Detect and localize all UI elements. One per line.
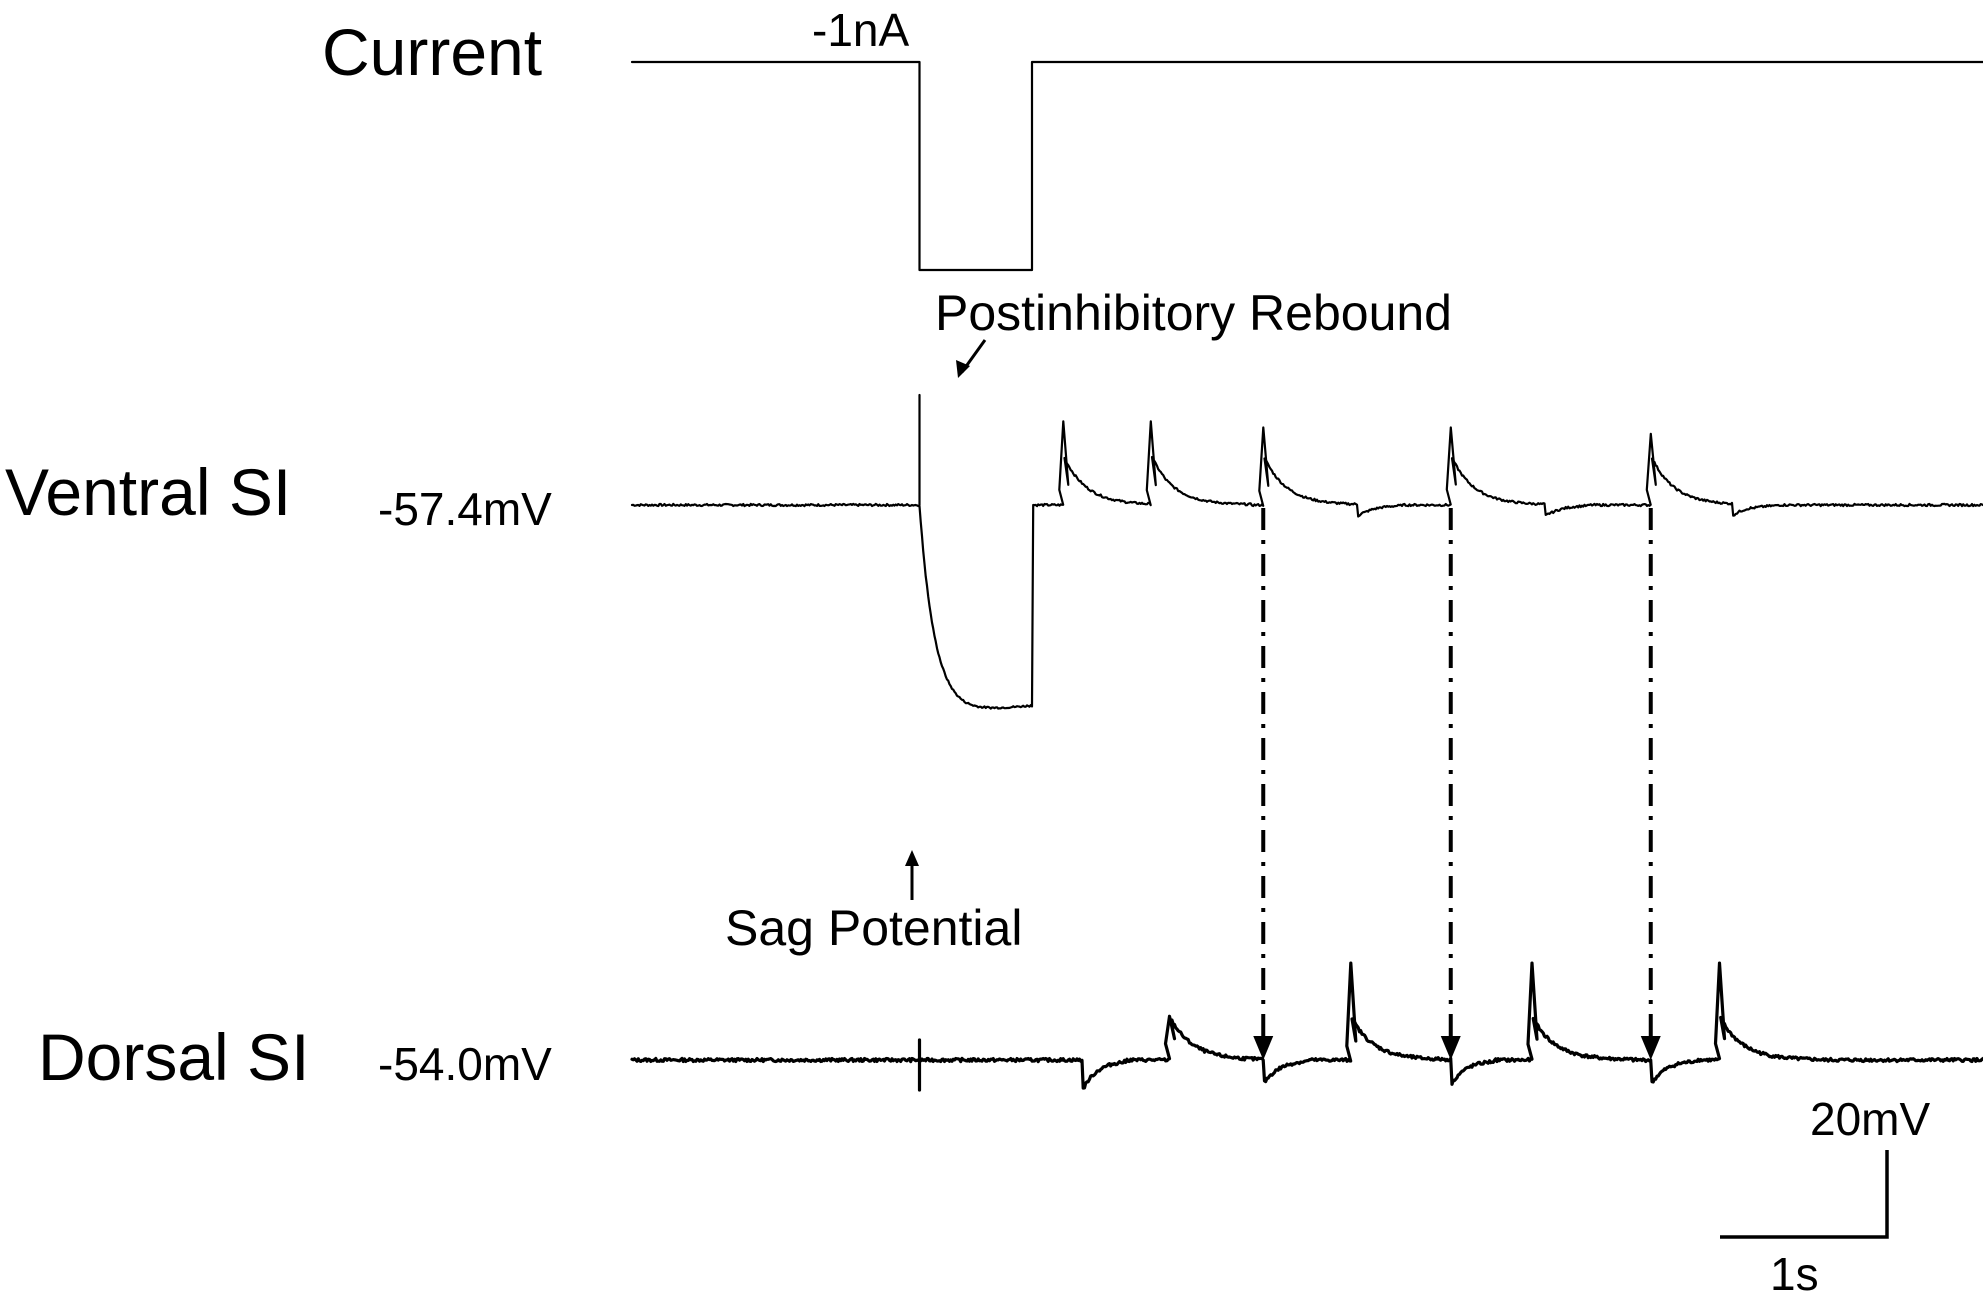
dorsal-si-trace: [630, 961, 1983, 1092]
ventral-si-trace: [630, 393, 1983, 710]
current-trace: [630, 60, 1983, 272]
stimulus-amplitude-label: -1nA: [812, 4, 909, 56]
annotation-postinhibitory-rebound: Postinhibitory Rebound: [935, 285, 1452, 341]
annotation-arrow-sag: [905, 850, 919, 900]
annotation-arrow-rebound: [956, 339, 987, 378]
spike-link-arrowhead: [1253, 1036, 1274, 1060]
spike-correspondence-arrows: [1253, 508, 1661, 1060]
spike-link-arrowhead: [1640, 1036, 1661, 1060]
baseline-label-ventral: -57.4mV: [378, 483, 552, 535]
scale-bar-voltage-label: 20mV: [1810, 1093, 1930, 1145]
scale-bar: [1720, 1150, 1889, 1239]
scale-bar-time-label: 1s: [1770, 1248, 1819, 1300]
trace-label-dorsal: Dorsal SI: [38, 1020, 309, 1094]
spike-link-arrowhead: [1440, 1036, 1461, 1060]
baseline-label-dorsal: -54.0mV: [378, 1038, 552, 1090]
trace-label-current: Current: [322, 15, 542, 89]
annotation-sag-potential: Sag Potential: [725, 900, 1022, 956]
trace-label-ventral: Ventral SI: [5, 455, 291, 529]
